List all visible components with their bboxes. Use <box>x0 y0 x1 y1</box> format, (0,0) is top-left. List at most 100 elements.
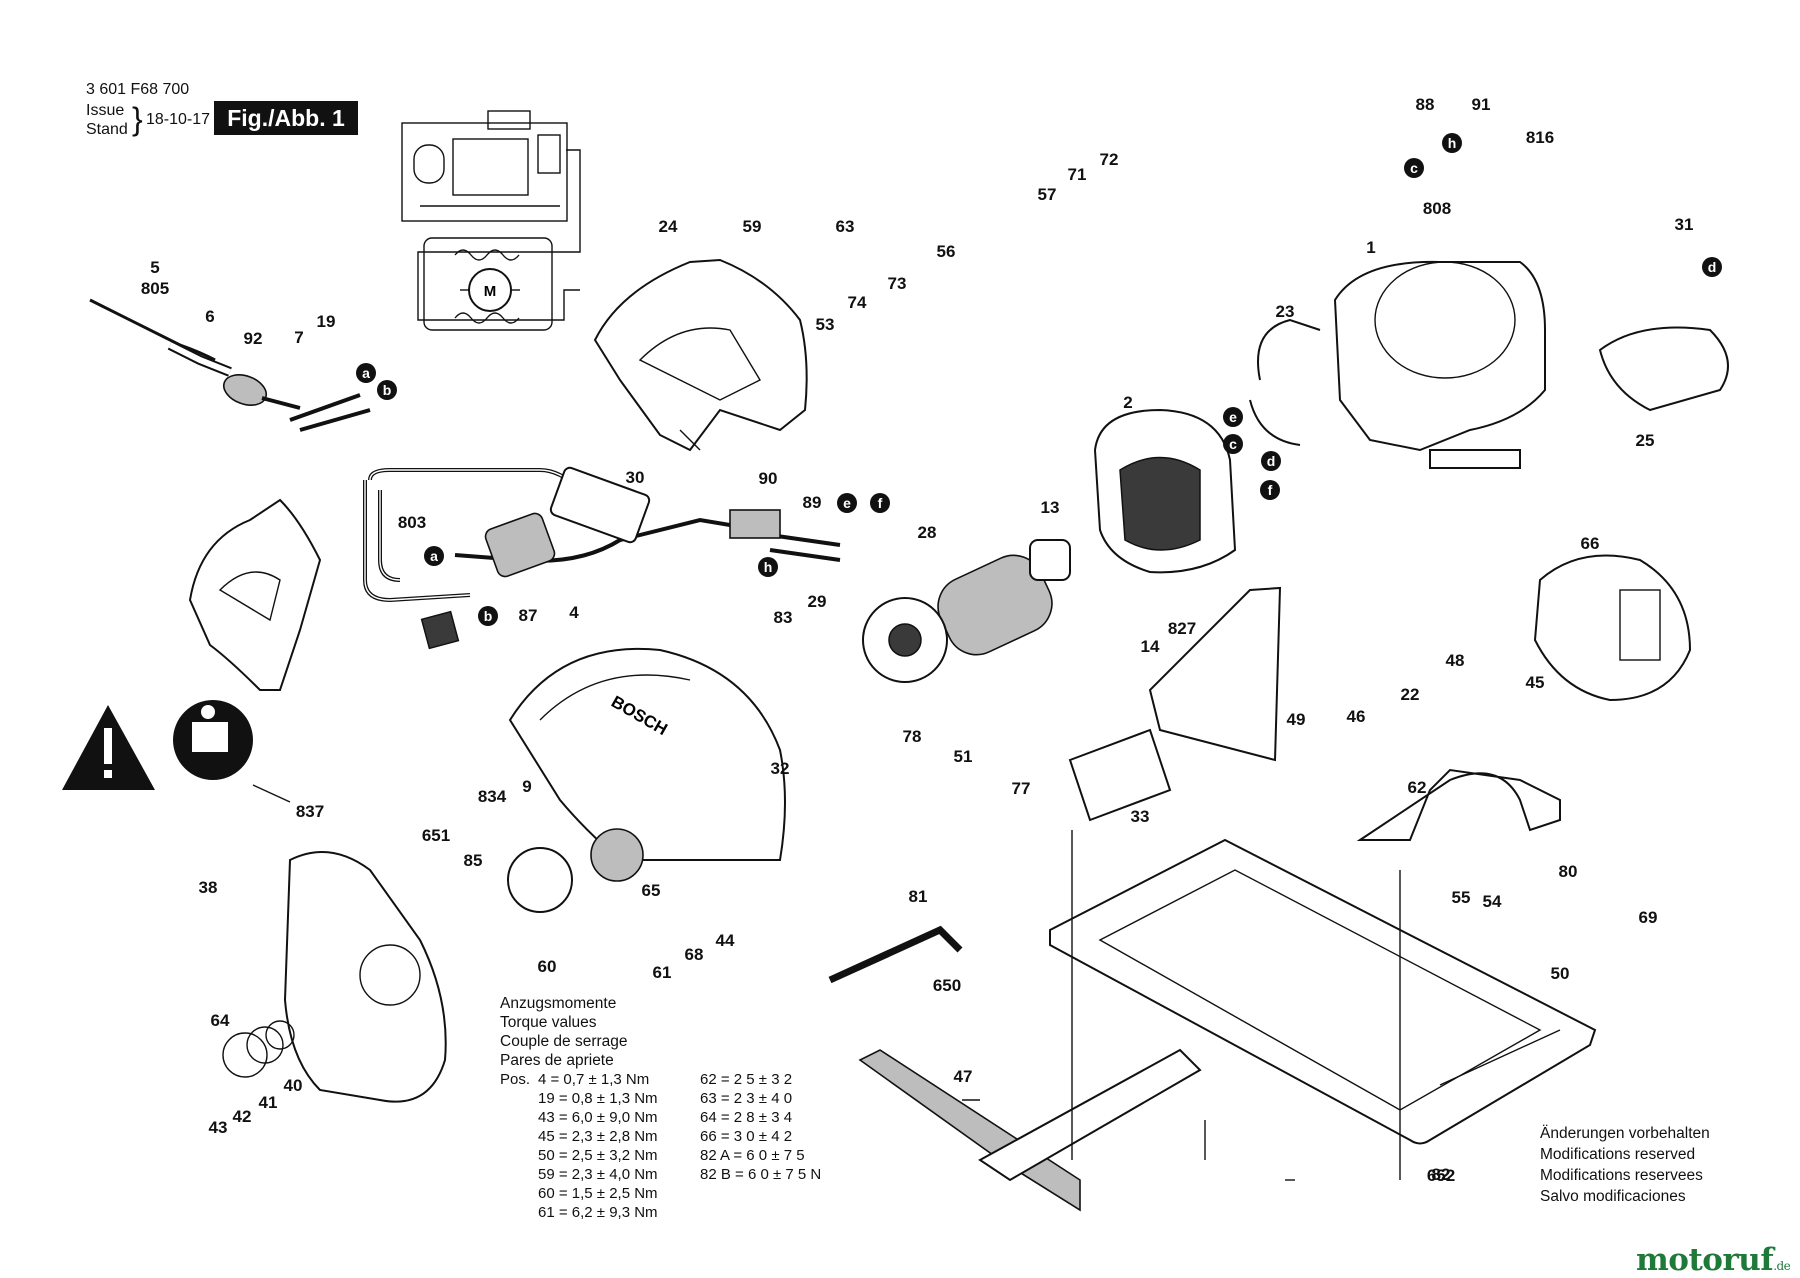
watermark: motoruf.de <box>1636 1242 1791 1278</box>
part-label-63: 63 <box>836 217 855 236</box>
tilt-bracket <box>1356 768 1561 841</box>
part-label-651: 651 <box>422 826 450 845</box>
part-label-50: 50 <box>1551 964 1570 983</box>
part-label-7: 7 <box>294 328 303 347</box>
part-label-650: 650 <box>933 976 961 995</box>
connector-letter-f: f <box>878 495 883 511</box>
part-label-48: 48 <box>1446 651 1465 670</box>
issue-date: 18-10-17 <box>146 111 211 128</box>
torque-row-right: 82 A = 6 0 ± 7 5 <box>700 1147 805 1164</box>
part-label-90: 90 <box>759 469 778 488</box>
connector-letter-d: d <box>1708 259 1717 275</box>
part-label-69: 69 <box>1639 908 1658 927</box>
handle-housing-side <box>188 498 322 691</box>
part-label-1: 1 <box>1366 238 1375 257</box>
torque-row-left: 19 = 0,8 ± 1,3 Nm <box>538 1090 658 1107</box>
torque-row-left: 4 = 0,7 ± 1,3 Nm <box>538 1071 650 1088</box>
stand-label: Stand <box>86 121 128 138</box>
part-label-73: 73 <box>888 274 907 293</box>
part-label-4: 4 <box>569 603 579 622</box>
lower-guard <box>283 851 447 1103</box>
gearbox-cover <box>507 847 573 913</box>
torque-pos-label: Pos. <box>500 1071 531 1088</box>
torque-row-left: 45 = 2,3 ± 2,8 Nm <box>538 1128 658 1145</box>
connector-letter-a: a <box>430 548 438 564</box>
connector-letter-d: d <box>1267 453 1276 469</box>
parallel-guide <box>858 1048 1202 1212</box>
part-label-57: 57 <box>1038 185 1057 204</box>
part-label-89: 89 <box>803 493 822 512</box>
torque-rows: Pos. 4 = 0,7 ± 1,3 Nm 19 = 0,8 ± 1,3 Nm 43 … <box>500 1070 860 1230</box>
connector-letter-h: h <box>764 559 773 575</box>
torque-row-right: 64 = 2 8 ± 3 4 <box>700 1109 793 1126</box>
connector-letter-f: f <box>1268 482 1273 498</box>
handle-housing-top <box>593 258 808 452</box>
torque-table: Anzugsmomente Torque values Couple de se… <box>500 994 860 1230</box>
part-label-77: 77 <box>1012 779 1031 798</box>
torque-row-left: 43 = 6,0 ± 9,0 Nm <box>538 1109 658 1126</box>
torque-row-right: 62 = 2 5 ± 3 2 <box>700 1071 793 1088</box>
part-label-44: 44 <box>716 931 735 950</box>
part-label-816: 816 <box>1526 128 1554 147</box>
wiring-schematic <box>401 110 581 331</box>
modification-notes: Änderungen vorbehalten Modifications res… <box>1540 1123 1710 1207</box>
part-label-80: 80 <box>1559 862 1578 881</box>
part-number: 3 601 F68 700 <box>86 81 190 98</box>
part-label-49: 49 <box>1287 710 1306 729</box>
connector-letter-e: e <box>1229 409 1237 425</box>
part-label-65: 65 <box>642 881 661 900</box>
part-label-51: 51 <box>954 747 973 766</box>
part-label-82: 82 <box>1432 1165 1451 1184</box>
part-label-81: 81 <box>909 887 928 906</box>
part-label-837: 837 <box>296 802 324 821</box>
part-label-53: 53 <box>816 315 835 334</box>
torque-title-fr: Couple de serrage <box>500 1033 628 1050</box>
part-label-6: 6 <box>205 307 214 326</box>
connector-letter-c: c <box>1229 436 1237 452</box>
connector-letter-a: a <box>362 365 370 381</box>
part-label-827: 827 <box>1168 619 1196 638</box>
figure-label: Fig./Abb. 1 <box>214 101 358 135</box>
armature <box>862 539 1071 683</box>
switch-wiring <box>363 466 841 650</box>
part-label-66: 66 <box>1581 534 1600 553</box>
warning-triangle-icon <box>62 705 155 790</box>
bevel-bracket <box>1068 586 1282 822</box>
torque-row-right: 63 = 2 3 ± 4 0 <box>700 1090 793 1107</box>
part-label-61: 61 <box>653 963 672 982</box>
part-label-87: 87 <box>519 606 538 625</box>
part-label-56: 56 <box>937 242 956 261</box>
part-label-808: 808 <box>1423 199 1451 218</box>
torque-row-left: 61 = 6,2 ± 9,3 Nm <box>538 1204 658 1221</box>
part-label-74: 74 <box>848 293 867 312</box>
part-label-803: 803 <box>398 513 426 532</box>
leader-lines <box>252 784 1401 1181</box>
base-plate <box>1049 838 1597 1145</box>
note-fr: Modifications reservees <box>1540 1167 1703 1184</box>
torque-row-left: 59 = 2,3 ± 4,0 Nm <box>538 1166 658 1183</box>
connector-letter-b: b <box>484 608 493 624</box>
stator <box>1093 408 1237 574</box>
connector-letter-h: h <box>1448 135 1457 151</box>
part-label-805: 805 <box>141 279 169 298</box>
connector-letter-b: b <box>383 382 392 398</box>
part-label-78: 78 <box>903 727 922 746</box>
brace-symbol: } <box>132 101 143 137</box>
rear-guard <box>1533 554 1692 702</box>
part-label-71: 71 <box>1068 165 1087 184</box>
torque-row-left: 50 = 2,5 ± 3,2 Nm <box>538 1147 658 1164</box>
part-label-59: 59 <box>743 217 762 236</box>
part-label-45: 45 <box>1526 673 1545 692</box>
part-label-23: 23 <box>1276 302 1295 321</box>
power-cord <box>89 298 371 432</box>
brush-cover <box>1598 326 1729 412</box>
part-label-46: 46 <box>1347 707 1366 726</box>
note-de: Änderungen vorbehalten <box>1540 1125 1710 1142</box>
part-label-41: 41 <box>259 1093 278 1112</box>
blade-guard: BOSCH <box>508 647 786 861</box>
connector-markers <box>356 133 1722 626</box>
part-label-64: 64 <box>211 1011 230 1030</box>
part-label-28: 28 <box>918 523 937 542</box>
